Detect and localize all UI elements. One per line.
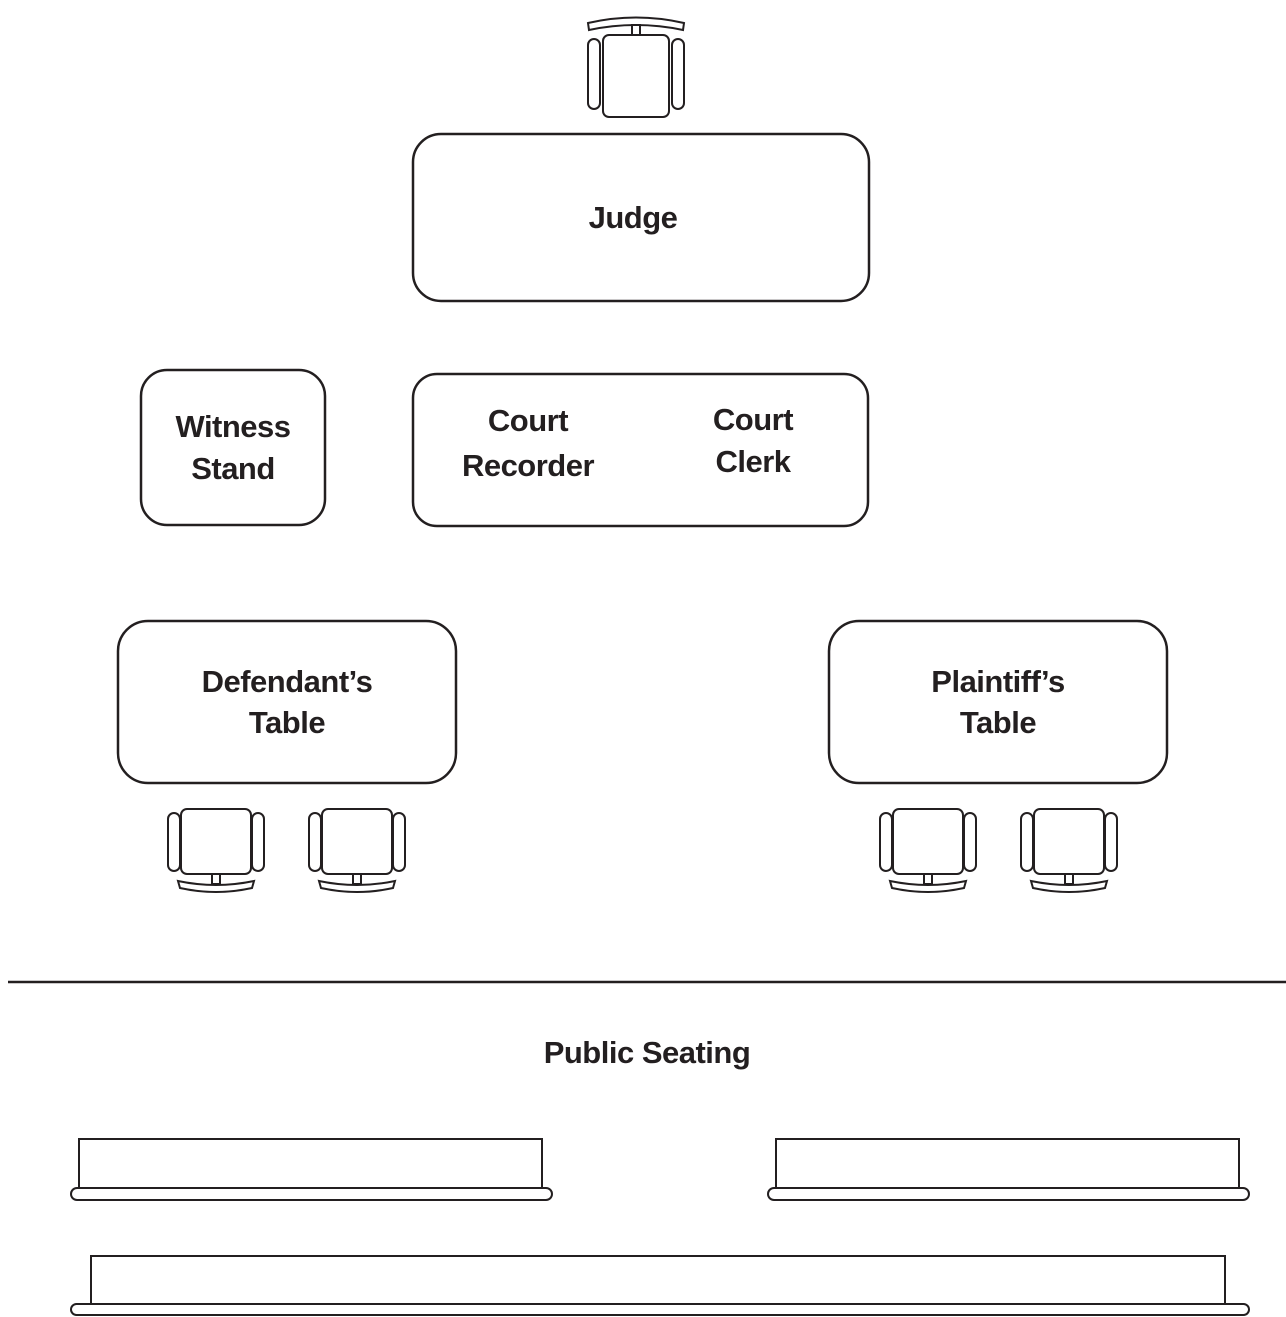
court-clerk-label-line1: Court [713, 402, 793, 437]
court-recorder-label-line1: Court [488, 403, 568, 438]
defendant-table: Defendant’s Table [116, 619, 458, 785]
defendant-chair-icon [167, 808, 265, 893]
public-bench-front-left [70, 1138, 553, 1201]
public-seating-label: Public Seating [544, 1035, 751, 1070]
plaintiff-table-label-line1: Plaintiff’s [931, 664, 1064, 699]
witness-stand: Witness Stand [139, 368, 327, 527]
court-recorder-label-line2: Recorder [462, 448, 595, 483]
witness-stand-label-line1: Witness [175, 409, 290, 444]
defendant-chair-icon [308, 808, 406, 893]
court-clerk-label-line2: Clerk [715, 444, 791, 479]
witness-stand-label-line2: Stand [191, 451, 275, 486]
public-bench-back [70, 1255, 1250, 1316]
plaintiff-chair-icon [879, 808, 977, 893]
judge-label: Judge [589, 200, 678, 235]
judge-chair-icon [587, 16, 685, 118]
public-bench-front-right [767, 1138, 1250, 1201]
plaintiff-table: Plaintiff’s Table [827, 619, 1169, 785]
defendant-table-label-line1: Defendant’s [202, 664, 373, 699]
defendant-table-label-line2: Table [249, 705, 325, 740]
judge-bench: Judge [411, 132, 871, 303]
plaintiff-table-label-line2: Table [960, 705, 1036, 740]
plaintiff-chair-icon [1020, 808, 1118, 893]
court-staff-desk: Court Recorder Court Clerk [411, 372, 870, 528]
